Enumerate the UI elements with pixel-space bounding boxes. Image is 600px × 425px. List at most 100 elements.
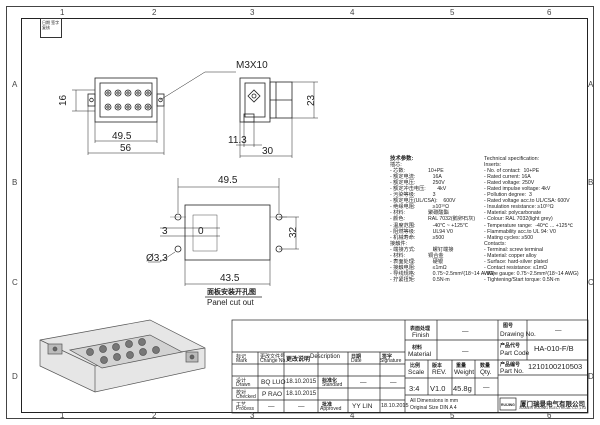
zone-label-side: D — [12, 372, 18, 381]
spec-en-line: - Material: copper alloy — [484, 252, 537, 259]
part-no-label-cn: 产品编号 — [500, 362, 521, 368]
spec-cn-line: - 端接方式: 螺钉端接 — [390, 246, 454, 253]
change-label-en: Change No. — [260, 358, 287, 364]
zone-label-bottom: 1 — [60, 411, 65, 420]
part-code-value: HA-010-F/B — [534, 344, 574, 353]
size-note: Original Size DIN A 4 — [410, 405, 457, 411]
zone-label-bottom: 4 — [350, 411, 355, 420]
panel-cutout-drawing — [170, 204, 287, 261]
title-block-grid — [231, 319, 589, 414]
finish-label-en: Finish — [412, 332, 430, 339]
date-label-en: Date — [351, 358, 362, 364]
zone-label-top: 1 — [60, 8, 65, 17]
part-code-label-cn: 产品代号 — [500, 343, 521, 349]
spec-cn-line: - 机械寿命: ≥500 — [390, 234, 445, 241]
spec-en-line: - Mating cycles: ≥500 — [484, 234, 533, 241]
signature-label-cn: 签字 — [382, 354, 393, 360]
approved-date: 18.10.2015 — [381, 403, 409, 409]
dim-cutout-left: 3 — [162, 226, 168, 237]
process-date: — — [298, 403, 305, 410]
weight-value: 45.8g — [453, 384, 472, 393]
spec-en-line: - Contact resistance: ≤1mΩ — [484, 264, 547, 271]
part-code-label-en: Part Code — [500, 350, 530, 357]
spec-cn-line: 接触件: — [390, 240, 408, 247]
company-logo: RUIJING — [501, 403, 515, 407]
change-label-cn: 更改文件号 — [260, 354, 286, 360]
process-label-en: Process — [236, 406, 255, 412]
spec-en-line: Inserts: — [484, 162, 502, 169]
finish-value: — — [462, 328, 469, 335]
drawing-no-label-cn: 图号 — [503, 323, 514, 329]
spec-cn-line: - 额定电压: 250V — [390, 180, 445, 187]
weight-label-en: Weight — [454, 369, 475, 376]
spec-cn-block: 技术参数: 插芯: - 芯数: 10+PE - 额定电流: 16A - 额定电压… — [390, 156, 495, 283]
mark-label-cn: 标记 — [236, 354, 247, 360]
spec-cn-line: - 颜色: RAL 7032(鹅卵石灰) — [390, 216, 476, 223]
scale-label-cn: 比例 — [410, 363, 421, 369]
thread-callout: M3X10 — [236, 60, 268, 71]
qty-value: — — [483, 384, 490, 391]
part-no-label-en: Part No. — [500, 368, 524, 375]
checked-label-cn: 校对 — [236, 390, 247, 396]
spec-en-line: - Insulation resistance: ≥10¹⁰Ω — [484, 204, 554, 211]
signature-label-en: Signature — [380, 358, 402, 364]
zone-label-side: B — [588, 178, 594, 187]
part-no-value: 1210100210503 — [528, 362, 583, 371]
process-name: — — [268, 403, 275, 410]
zone-label-side: A — [588, 80, 594, 89]
scale-value: 3:4 — [409, 384, 420, 393]
description-label-en: Description — [310, 354, 341, 360]
dim-cutout-right: 32 — [288, 226, 299, 238]
iso-view-connector — [39, 319, 206, 393]
drawing-no-label-en: Drawing No. — [500, 331, 536, 338]
spec-cn-line: - 芯数: 10+PE — [390, 168, 444, 175]
qty-label-en: Qty. — [480, 369, 492, 376]
zone-label-side: D — [588, 372, 594, 381]
zone-label-top: 5 — [450, 8, 455, 17]
dim-top-outer-width: 56 — [120, 143, 132, 154]
drawn-label-en: Drawn — [236, 382, 251, 388]
zone-label-side: A — [12, 80, 18, 89]
spec-en-line: - Terminal: screw terminal — [484, 246, 543, 253]
standard-value: — — [360, 379, 367, 386]
rev-label-en: REV. — [432, 369, 447, 376]
zone-label-side: B — [12, 178, 18, 187]
spec-en-line: - Pollution degree: 3 — [484, 192, 532, 199]
zone-label-bottom: 5 — [450, 411, 455, 420]
zone-label-bottom: 6 — [547, 411, 552, 420]
spec-en-line: - Rated voltage: 250V — [484, 180, 535, 187]
dim-cutout-top-width: 49.5 — [218, 175, 238, 186]
standard-date: — — [390, 379, 397, 386]
rev-value: V1.0 — [430, 384, 446, 393]
dim-side-small: 11.3 — [228, 135, 247, 146]
revision-stamp-box: 日期 签字 复核 — [40, 18, 62, 38]
scale-label-en: Scale — [408, 369, 425, 376]
company-name-en: XIAMEN RUIJING ELECTRICAL CO.,LTD — [519, 406, 587, 410]
spec-en-line: Contacts: — [484, 240, 506, 247]
standard-label-cn: 标准化 — [322, 378, 338, 384]
spec-cn-line: - 表面处理: 硬银 — [390, 258, 444, 265]
zone-label-top: 2 — [152, 8, 157, 17]
spec-cn-line: - 额定电流: 16A — [390, 174, 442, 181]
spec-en-line: - Tightening/Start torque: 0.5N·m — [484, 276, 560, 283]
dim-cutout-hole: Ø3.3 — [146, 253, 168, 264]
zone-label-side: C — [588, 278, 594, 287]
spec-cn-line: - 污染等级: 3 — [390, 192, 436, 199]
spec-cn-line: - 额定冲击电压: 4kV — [390, 186, 447, 193]
cutout-label-en: Panel cut out — [207, 298, 254, 307]
spec-en-line: - Colour: RAL 7032(light grey) — [484, 216, 553, 223]
spec-en-line: - Rated impulse voltage: 4kV — [484, 186, 551, 193]
spec-cn-line: - 接触电阻: ≤1mΩ — [390, 264, 447, 271]
spec-en-title: Technical specification: — [484, 156, 540, 162]
inner-frame — [21, 18, 588, 413]
weight-label-cn: 重量 — [456, 363, 467, 369]
checked-date: 18.10.2015 — [286, 391, 317, 397]
dim-cutout-bottom-width: 43.5 — [220, 273, 240, 284]
cutout-label-cn: 面板安装开孔图 — [207, 289, 256, 296]
revision-stamp-text: 日期 签字 复核 — [42, 20, 60, 30]
approved-label-cn: 批准 — [322, 402, 333, 408]
dim-top-inner-width: 49.5 — [112, 131, 132, 142]
spec-cn-title: 技术参数: — [390, 156, 414, 162]
